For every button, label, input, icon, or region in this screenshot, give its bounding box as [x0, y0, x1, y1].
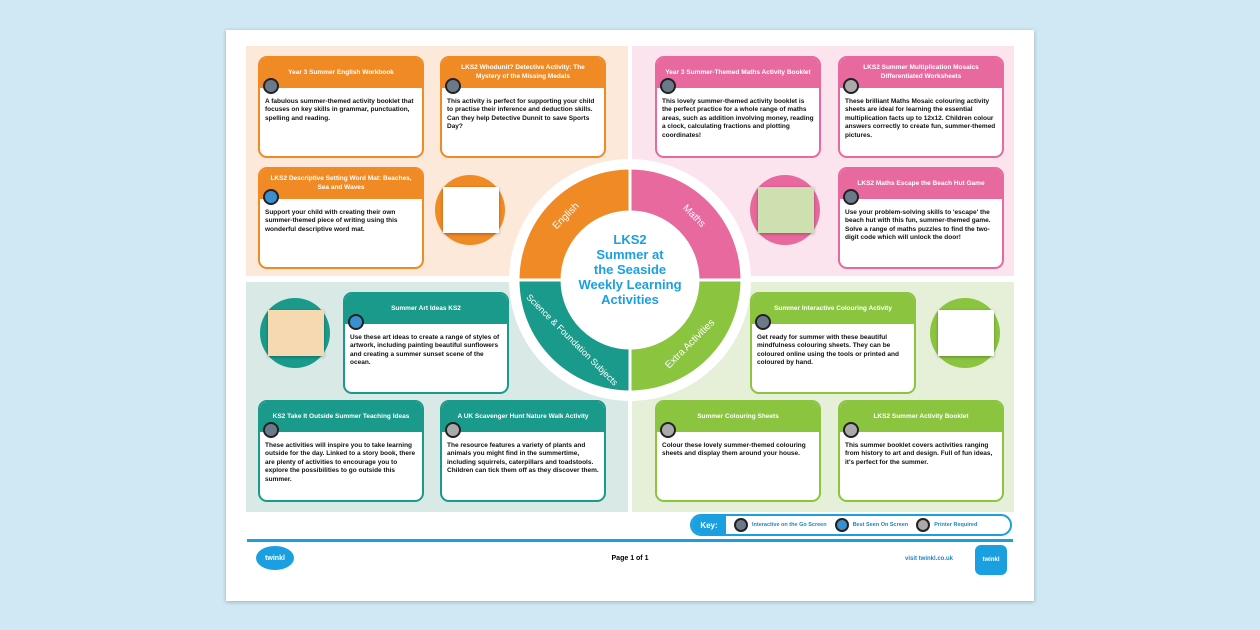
printer-icon: [445, 422, 461, 438]
key-item: Printer Required: [934, 522, 978, 528]
english-thumbnail: [435, 175, 505, 245]
website-link[interactable]: visit twinkl.co.uk: [905, 556, 954, 562]
interactive-icon: [263, 78, 279, 94]
title-line: Weekly Learning: [578, 277, 682, 292]
card-description: This lovely summer-themed activity bookl…: [662, 98, 814, 139]
resource-card[interactable]: Year 3 Summer-Themed Maths Activity Book…: [655, 56, 821, 158]
card-description: Use these art ideas to create a range of…: [350, 334, 500, 367]
science-thumbnail: [260, 298, 330, 368]
card-description: This summer booklet covers activities ra…: [845, 442, 993, 466]
extra-thumbnail: [930, 298, 1000, 368]
resource-card[interactable]: Year 3 Summer English Workbook A fabulous…: [258, 56, 424, 158]
card-title: LKS2 Summer Activity Booklet: [840, 402, 1002, 432]
card-title: Summer Colouring Sheets: [657, 402, 819, 432]
computer-icon: [348, 314, 364, 330]
key-label: Key:: [692, 516, 726, 534]
card-title: Year 3 Summer English Workbook: [260, 58, 422, 88]
card-description: This activity is perfect for supporting …: [447, 98, 595, 131]
resource-card[interactable]: LKS2 Descriptive Setting Word Mat: Beach…: [258, 167, 424, 269]
card-title: LKS2 Summer Multiplication Mosaics Diffe…: [840, 58, 1002, 88]
computer-icon: [834, 518, 849, 532]
twinkl-badge: twinkl: [975, 545, 1007, 575]
interactive-icon: [734, 518, 748, 532]
card-description: Support your child with creating their o…: [265, 209, 398, 233]
footer-divider: [247, 539, 1013, 542]
card-description: The resource features a variety of plant…: [447, 442, 599, 475]
resource-card[interactable]: KS2 Take It Outside Summer Teaching Idea…: [258, 400, 424, 502]
key-item: Best Seen On Screen: [852, 522, 909, 528]
page-number: Page 1 of 1: [611, 555, 649, 562]
key-legend: Key: Interactive on the Go Screen Best S…: [690, 514, 1012, 536]
extra-segment: [628, 278, 744, 394]
card-title: Year 3 Summer-Themed Maths Activity Book…: [657, 58, 819, 88]
card-title: KS2 Take It Outside Summer Teaching Idea…: [260, 402, 422, 432]
interactive-icon: [263, 422, 279, 438]
card-description: These brilliant Maths Mosaic colouring a…: [845, 98, 996, 139]
title-line: the Seaside: [593, 262, 667, 277]
card-description: These activities will inspire you to tak…: [265, 442, 416, 483]
title-line: Summer at: [596, 247, 664, 262]
title-line: Activities: [601, 292, 659, 307]
printer-icon: [916, 518, 931, 532]
card-description: Colour these lovely summer-themed colour…: [662, 442, 806, 458]
card-title: LKS2 Whodunit? Detective Activity: The M…: [442, 58, 604, 88]
card-title: A UK Scavenger Hunt Nature Walk Activity: [442, 402, 604, 432]
card-title: Summer Interactive Colouring Activity: [752, 294, 914, 324]
interactive-icon: [755, 314, 771, 330]
computer-icon: [263, 189, 279, 205]
resource-card[interactable]: LKS2 Whodunit? Detective Activity: The M…: [440, 56, 606, 158]
interactive-icon: [843, 189, 859, 205]
resource-card[interactable]: A UK Scavenger Hunt Nature Walk Activity…: [440, 400, 606, 502]
card-title: Summer Art Ideas KS2: [345, 294, 507, 324]
card-description: A fabulous summer-themed activity bookle…: [265, 98, 414, 122]
card-description: Get ready for summer with these beautifu…: [757, 334, 899, 367]
key-item: Interactive on the Go Screen: [752, 522, 827, 528]
card-title: LKS2 Descriptive Setting Word Mat: Beach…: [260, 169, 422, 199]
card-title: LKS2 Maths Escape the Beach Hut Game: [840, 169, 1002, 199]
printer-icon: [660, 422, 676, 438]
subject-wheel: English Maths Science & Foundation Subje…: [509, 159, 751, 401]
title-line: LKS2: [613, 232, 647, 247]
resource-card[interactable]: LKS2 Summer Multiplication Mosaics Diffe…: [838, 56, 1004, 158]
card-description: Use your problem-solving skills to 'esca…: [845, 209, 991, 242]
twinkl-logo: twinkl: [256, 546, 294, 570]
interactive-icon: [660, 78, 676, 94]
interactive-icon: [445, 78, 461, 94]
center-title: LKS2 Summer at the Seaside Weekly Learni…: [560, 232, 700, 307]
printer-icon: [843, 78, 859, 94]
maths-thumbnail: [750, 175, 820, 245]
printer-icon: [843, 422, 859, 438]
